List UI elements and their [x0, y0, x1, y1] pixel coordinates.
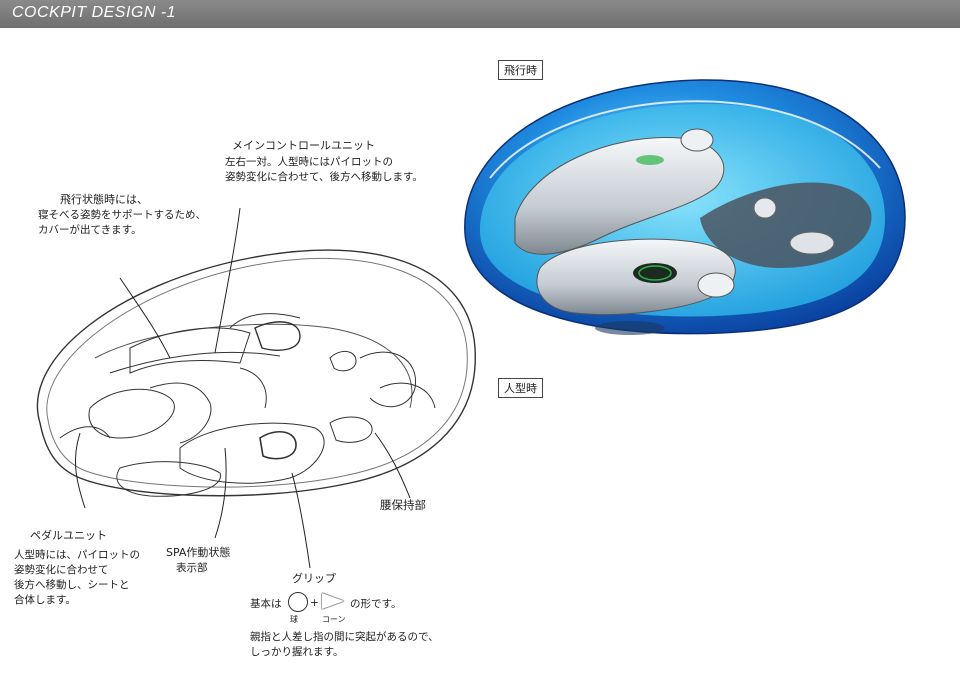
page-title: COCKPIT DESIGN -1	[12, 4, 177, 21]
grip-base-suffix: の形です。	[350, 598, 402, 610]
grip-heading: グリップ	[292, 572, 336, 585]
grip-base-prefix: 基本は	[250, 598, 282, 610]
main-control-body: 左右一対。人型時にはパイロットの 姿勢変化に合わせて、後方へ移動します。	[225, 156, 423, 183]
waist-holder-heading: 腰保持部	[380, 498, 426, 512]
title-bar: COCKPIT DESIGN -1	[0, 0, 960, 28]
cone-icon	[322, 593, 344, 609]
pedal-unit-body: 人型時には、パイロットの 姿勢変化に合わせて 後方へ移動し、シートと 合体します…	[14, 549, 140, 606]
humanoid-mode-label: 人型時	[498, 378, 543, 398]
flight-mode-note-body: 寝そべる姿勢をサポートするため、 カバーが出てきます。	[38, 209, 206, 236]
spa-display-heading: SPA作動状態	[166, 546, 231, 559]
main-control-heading: メインコントロールユニット	[232, 139, 375, 152]
spa-display-body: 表示部	[176, 562, 208, 574]
pedal-unit-heading: ペダルユニット	[30, 529, 107, 542]
sphere-caption: 球	[290, 615, 298, 624]
sphere-icon	[288, 592, 308, 612]
flight-mode-render	[464, 79, 906, 335]
flight-mode-note-heading: 飛行状態時には、	[60, 193, 148, 206]
cone-caption: コーン	[322, 615, 346, 624]
plus-sign: +	[310, 597, 319, 609]
grip-body: 親指と人差し指の間に突起があるので、 しっかり握れます。	[250, 631, 439, 658]
pencil-sketch	[36, 207, 476, 569]
concept-art	[36, 79, 906, 569]
flight-mode-label: 飛行時	[498, 60, 543, 80]
